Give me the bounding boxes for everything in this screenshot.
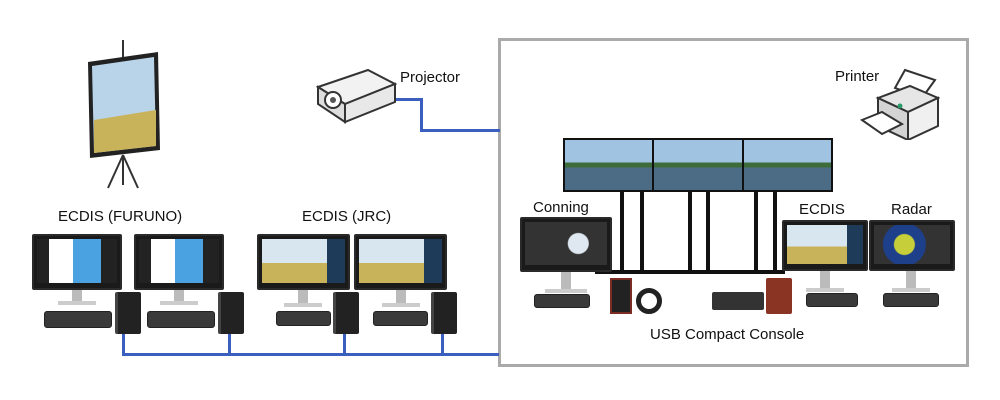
radar-label: Radar [891,201,932,218]
monitor [32,234,122,290]
conning-monitor [520,217,612,272]
ecdis-furuno-label: ECDIS (FURUNO) [58,208,183,225]
network-line [122,332,125,355]
visual-display-wall [563,138,833,192]
network-line [395,98,423,101]
monitor [257,234,350,290]
ecdis-monitor [782,220,868,271]
projector-label: Projector [400,69,461,86]
ecdis-jrc-label: ECDIS (JRC) [302,208,392,225]
network-line [420,129,500,132]
speaker-right [766,278,792,314]
conning-label: Conning [533,199,589,216]
network-line [228,332,231,355]
printer-icon [859,68,941,142]
ecdis-label: ECDIS [799,201,845,218]
network-line [420,98,423,131]
pc-tower [115,292,141,334]
control-console [712,292,764,310]
keyboard [373,311,428,326]
monitor [354,234,447,290]
keyboard [534,294,590,308]
pc-tower [431,292,457,334]
network-line [441,332,444,355]
keyboard [147,311,215,328]
network-line [343,332,346,355]
pc-tower [333,292,359,334]
speaker-left [610,278,632,314]
keyboard [806,293,858,307]
keyboard [276,311,331,326]
steering-wheel-icon [636,288,662,314]
usb-console-label: USB Compact Console [650,326,805,343]
keyboard [883,293,939,307]
network-line [122,353,499,356]
projector-icon [313,62,398,126]
radar-monitor [869,220,955,271]
projection-screen-icon [78,40,168,190]
pc-tower [218,292,244,334]
monitor [134,234,224,290]
printer-label: Printer [835,68,880,85]
bridge-simulator-box [498,38,969,367]
keyboard [44,311,112,328]
